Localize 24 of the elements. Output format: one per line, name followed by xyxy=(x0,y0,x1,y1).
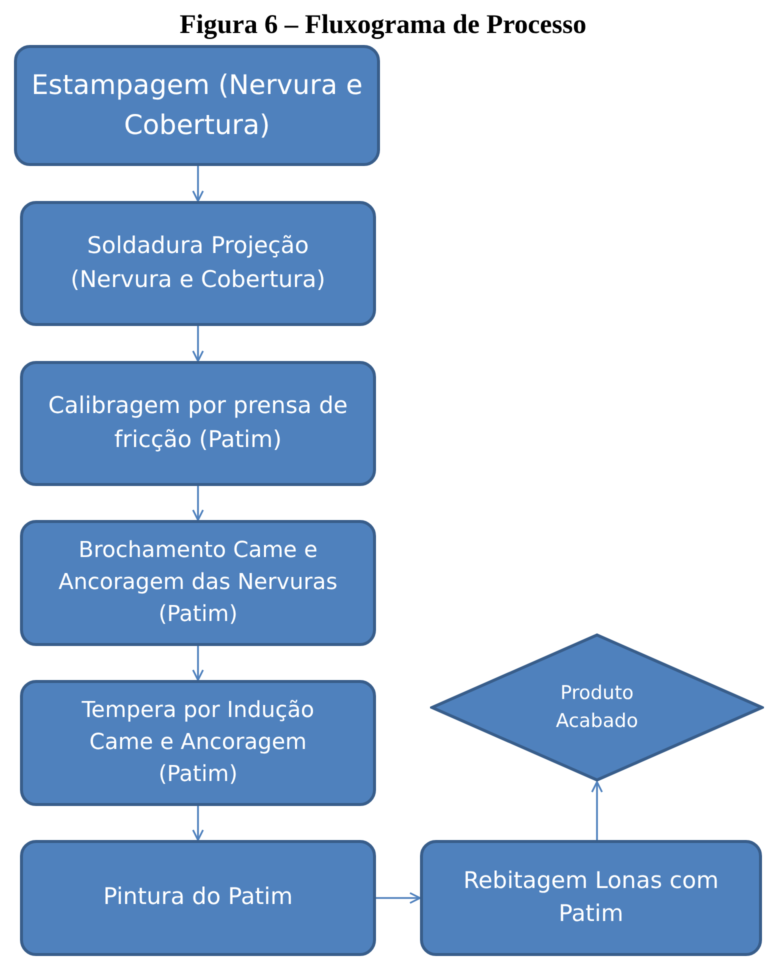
process-box xyxy=(20,520,376,646)
arrow xyxy=(192,806,204,841)
process-box xyxy=(20,201,376,326)
arrow xyxy=(192,326,204,362)
step-label: Calibragem por prensa de fricção (Patim) xyxy=(47,392,349,454)
diagram-title: Figura 6 – Fluxograma de Processo xyxy=(178,8,588,40)
step-label: Brochamento Came e Ancoragem das Nervuras (Patim) xyxy=(58,537,338,629)
step-label: Produto Acabado xyxy=(554,680,640,734)
arrow xyxy=(192,486,204,521)
arrow xyxy=(376,892,421,904)
step-label: Tempera por Indução Came e Ancoragem (Patim) xyxy=(80,697,316,789)
process-box xyxy=(420,840,762,956)
process-box xyxy=(14,45,380,166)
step-label: Rebitagem Lonas com Patim xyxy=(462,866,720,929)
step-label: Soldadura Projeção (Nervura e Cobertura) xyxy=(70,232,326,294)
process-box xyxy=(20,840,376,956)
process-box xyxy=(20,361,376,486)
arrow xyxy=(591,781,603,840)
process-box xyxy=(20,680,376,806)
step-label: Estampagem (Nervura e Cobertura) xyxy=(30,69,364,142)
decision-diamond xyxy=(430,633,764,782)
step-label: Pintura do Patim xyxy=(103,883,293,912)
arrow xyxy=(192,166,204,202)
arrow xyxy=(192,646,204,681)
